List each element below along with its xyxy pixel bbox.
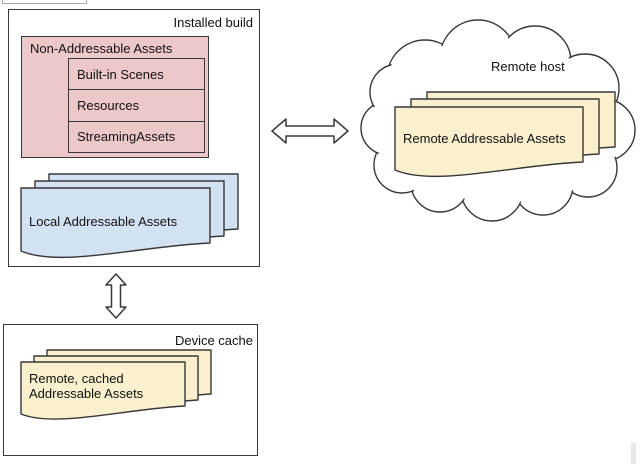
asset-row-streaming-assets: StreamingAssets bbox=[69, 120, 204, 152]
local-addressable-label: Local Addressable Assets bbox=[29, 214, 178, 229]
non-addressable-assets-title: Non-Addressable Assets bbox=[30, 41, 173, 56]
local-addressable-stack bbox=[20, 173, 239, 259]
non-addressable-assets-list: Built-in Scenes Resources StreamingAsset… bbox=[68, 58, 205, 153]
asset-row-built-in-scenes: Built-in Scenes bbox=[77, 66, 164, 82]
cached-addressable-label: Remote, cached Addressable Assets bbox=[29, 371, 143, 401]
remote-addressable-stack bbox=[394, 91, 616, 178]
remote-addressable-label: Remote Addressable Assets bbox=[403, 131, 566, 146]
sync-arrow-horizontal bbox=[271, 118, 349, 144]
non-addressable-assets-box: Non-Addressable Assets Built-in Scenes R… bbox=[21, 36, 209, 158]
cached-addressable-label-line2: Addressable Assets bbox=[29, 386, 144, 401]
asset-row-resources: Resources bbox=[69, 89, 204, 120]
installed-build-box: Installed build Non-Addressable Assets B… bbox=[8, 9, 260, 267]
device-cache-title: Device cache bbox=[174, 333, 253, 348]
sync-arrow-vertical bbox=[105, 273, 127, 319]
cached-addressable-label-line1: Remote, cached bbox=[29, 371, 124, 386]
scrollbar-fragment[interactable] bbox=[631, 443, 636, 464]
cached-addressable-stack bbox=[20, 349, 212, 420]
clipped-window-fragment bbox=[2, 0, 87, 4]
device-cache-box: Device cache Remote, cached Addressable … bbox=[3, 324, 258, 456]
remote-host-title: Remote host bbox=[491, 59, 565, 74]
installed-build-title: Installed build bbox=[173, 15, 254, 30]
